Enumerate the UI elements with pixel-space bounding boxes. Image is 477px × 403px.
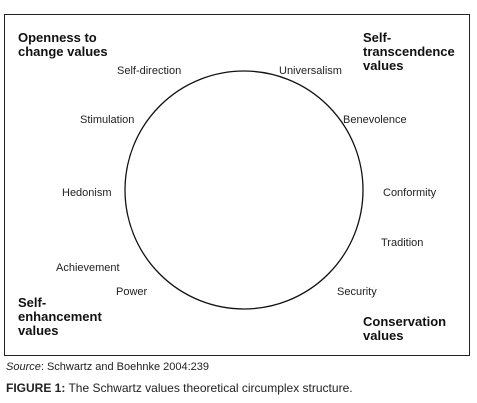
group-conservation: Conservation values (363, 315, 446, 343)
group-self-transcendence: Self- transcendence values (363, 31, 455, 73)
circumplex-circle (124, 70, 364, 310)
value-hedonism: Hedonism (62, 187, 112, 199)
value-security: Security (337, 286, 377, 298)
value-power: Power (116, 286, 148, 298)
source-text: : Schwartz and Boehnke 2004:239 (40, 361, 210, 373)
group-openness-line2: change values (18, 44, 108, 59)
group-openness-to-change: Openness to change values (18, 31, 108, 59)
value-tradition: Tradition (381, 237, 424, 249)
group-self-enhancement-line3: values (18, 323, 59, 338)
figure-source: Source: Schwartz and Boehnke 2004:239 (6, 361, 209, 374)
figure-frame (4, 14, 470, 356)
value-conformity: Conformity (383, 187, 437, 199)
caption-prefix: FIGURE 1: (6, 381, 66, 395)
value-self-direction: Self-direction (117, 65, 182, 77)
group-self-transcendence-line1: Self- (363, 30, 392, 45)
group-self-transcendence-line2: transcendence (363, 44, 455, 59)
caption-text: The Schwartz values theoretical circumpl… (65, 381, 353, 395)
group-self-transcendence-line3: values (363, 58, 404, 73)
group-conservation-line1: Conservation (363, 314, 447, 329)
circumplex-diagram (124, 70, 364, 310)
figure-caption: FIGURE 1: The Schwartz values theoretica… (6, 381, 353, 395)
group-conservation-line2: values (363, 328, 404, 343)
group-self-enhancement-line1: Self- (18, 295, 47, 310)
group-self-enhancement: Self- enhancement values (18, 296, 102, 338)
value-benevolence: Benevolence (343, 114, 407, 126)
source-prefix: Source (6, 361, 41, 373)
group-self-enhancement-line2: enhancement (18, 309, 102, 324)
value-achievement: Achievement (56, 262, 120, 274)
group-openness-line1: Openness to (18, 30, 97, 45)
value-universalism: Universalism (279, 65, 342, 77)
value-stimulation: Stimulation (80, 114, 135, 126)
